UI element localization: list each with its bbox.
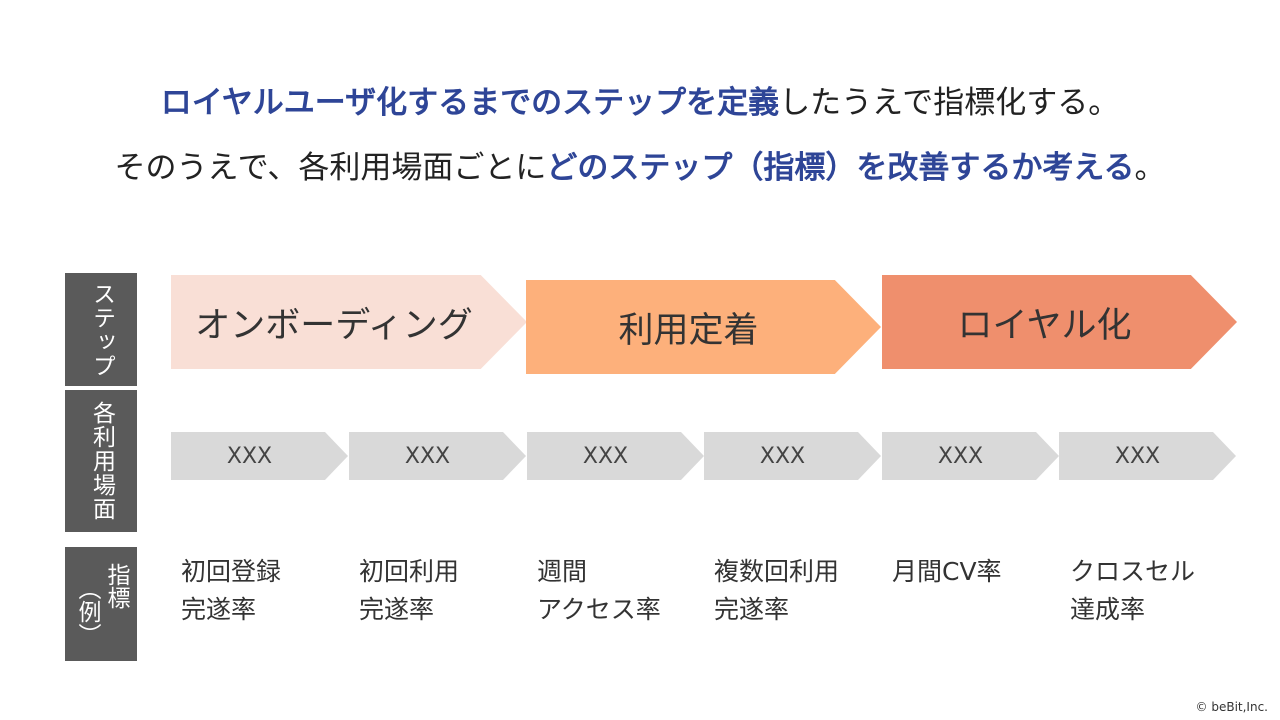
step-onboarding-label: オンボーディング	[195, 305, 473, 346]
scene-3: XXX	[527, 432, 704, 480]
row-label-steps: ステップ	[65, 273, 137, 386]
row-label-kpi-text: 指標	[103, 562, 129, 609]
kpi-4: 複数回利用完遂率	[714, 553, 839, 629]
row-label-steps-text: ステップ	[88, 281, 115, 378]
headline-line-1: ロイヤルユーザ化するまでのステップを定義したうえで指標化する。	[0, 77, 1280, 122]
headline-line-2: そのうえで、各利用場面ごとにどのステップ（指標）を改善するか考える。	[0, 142, 1280, 187]
kpi-3: 週間アクセス率	[537, 553, 661, 629]
kpi-5-line-1: 月間CV率	[892, 557, 1002, 586]
kpi-1: 初回登録完遂率	[181, 553, 281, 629]
kpi-3-line-2: アクセス率	[537, 595, 661, 624]
headline-text-2b: 。	[1134, 150, 1166, 186]
kpi-1-line-2: 完遂率	[181, 595, 257, 624]
scene-3-label: XXX	[582, 443, 629, 469]
scene-1-label: XXX	[226, 443, 273, 469]
row-label-kpi-wrap: 指標 （例）	[74, 562, 129, 646]
scene-6-label: XXX	[1114, 443, 1161, 469]
row-label-scenes-text: 各利用場面	[88, 401, 115, 521]
scene-4-label: XXX	[759, 443, 806, 469]
copyright: © beBit,Inc.	[1195, 700, 1268, 714]
row-label-kpi-example: （例）	[74, 576, 100, 646]
kpi-4-line-2: 完遂率	[714, 595, 790, 624]
step-loyalty-label: ロイヤル化	[957, 305, 1132, 346]
headline-highlight-2: どのステップ（指標）を改善するか考える	[546, 150, 1135, 186]
kpi-6-line-2: 達成率	[1070, 595, 1146, 624]
kpi-2-line-1: 初回利用	[359, 557, 460, 586]
kpi-6: クロスセル達成率	[1070, 553, 1195, 629]
scene-4: XXX	[704, 432, 881, 480]
kpi-2-line-2: 完遂率	[359, 595, 435, 624]
kpi-5: 月間CV率	[892, 553, 1002, 591]
step-loyalty: ロイヤル化	[882, 275, 1237, 369]
headline-highlight-1: ロイヤルユーザ化するまでのステップを定義	[160, 85, 780, 121]
scene-2-label: XXX	[404, 443, 451, 469]
scene-1: XXX	[171, 432, 348, 480]
scene-2: XXX	[349, 432, 526, 480]
scene-5-label: XXX	[937, 443, 984, 469]
kpi-6-line-1: クロスセル	[1070, 557, 1196, 586]
kpi-4-line-1: 複数回利用	[714, 557, 840, 586]
kpi-1-line-1: 初回登録	[181, 557, 282, 586]
headline-text-1: したうえで指標化する。	[779, 85, 1120, 121]
step-retention: 利用定着	[526, 280, 881, 374]
step-retention-label: 利用定着	[618, 310, 759, 351]
scene-6: XXX	[1059, 432, 1236, 480]
kpi-2: 初回利用完遂率	[359, 553, 459, 629]
row-label-scenes: 各利用場面	[65, 390, 137, 532]
row-label-kpi: 指標 （例）	[65, 547, 137, 661]
kpi-3-line-1: 週間	[537, 557, 588, 586]
scene-5: XXX	[882, 432, 1059, 480]
step-onboarding: オンボーディング	[171, 275, 527, 369]
headline-text-2a: そのうえで、各利用場面ごとに	[114, 150, 547, 186]
